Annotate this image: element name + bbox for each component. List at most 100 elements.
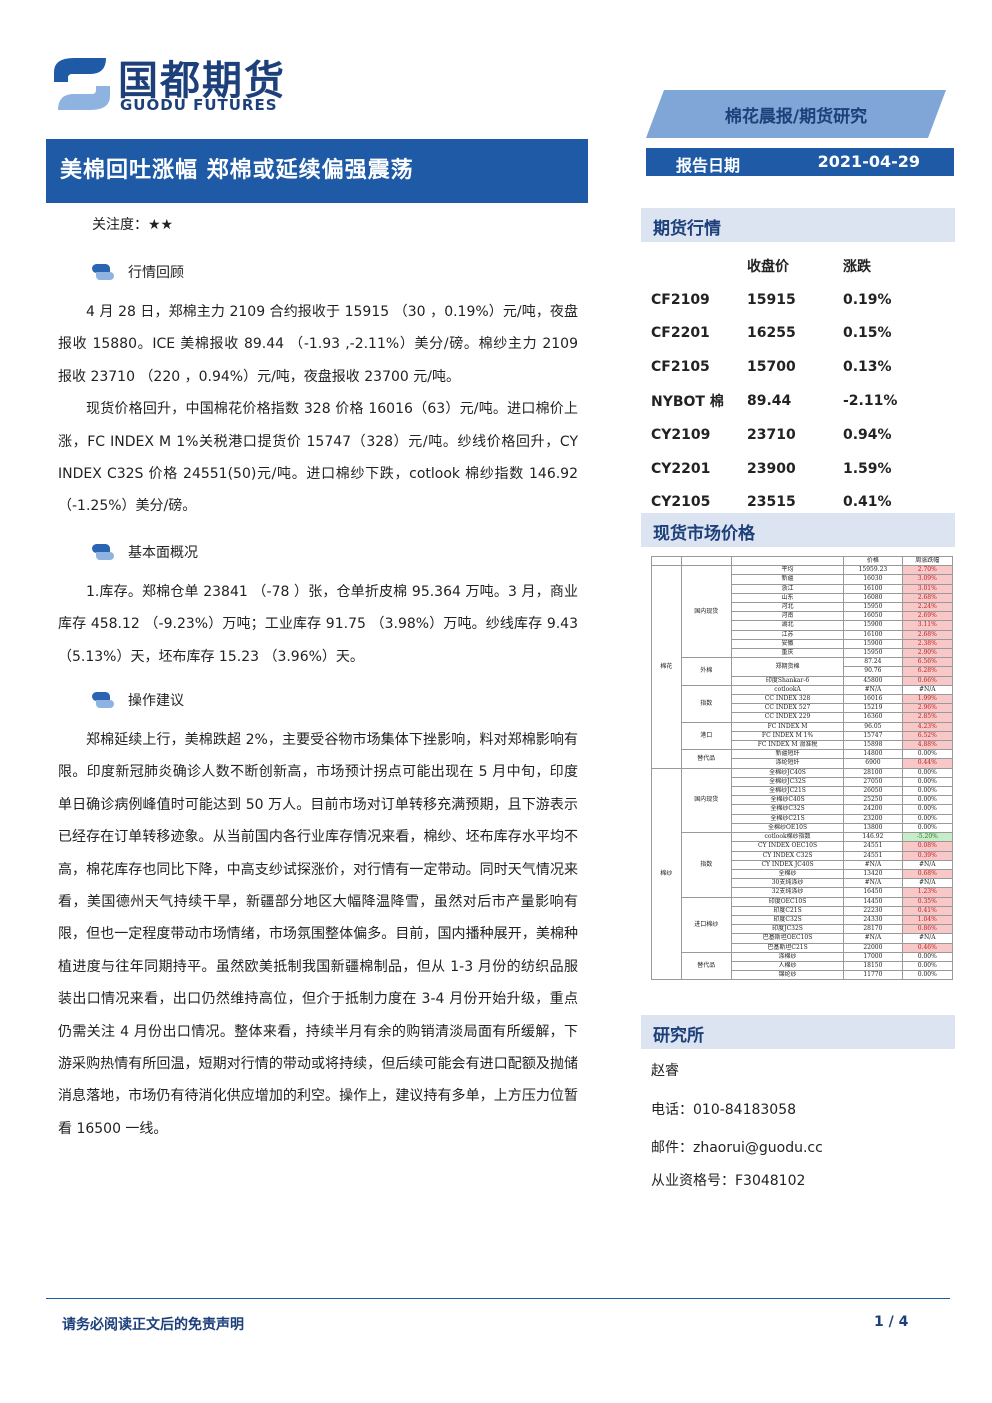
research-header: 研究所 bbox=[641, 1015, 955, 1049]
spot-cell: 3.01% bbox=[901, 583, 954, 594]
spot-cell: 指数 bbox=[680, 832, 732, 898]
spot-cell: 2.70% bbox=[901, 565, 954, 576]
spot-cell: 96.05 bbox=[843, 721, 903, 732]
section-icon bbox=[92, 692, 114, 708]
spot-cell: 0.00% bbox=[901, 813, 954, 824]
spot-cell: 6.28% bbox=[901, 666, 954, 677]
spot-cell: 4.88% bbox=[901, 740, 954, 751]
futures-header: 期货行情 bbox=[641, 208, 955, 242]
spot-cell: 0.46% bbox=[901, 942, 954, 953]
futures-cell: 15700 bbox=[747, 359, 796, 376]
attention-level: 关注度：★★ bbox=[92, 217, 174, 233]
spot-cell: CY INDEX OEC10S bbox=[730, 841, 845, 852]
futures-column-header: 收盘价 bbox=[747, 258, 789, 275]
analyst-name: 赵睿 bbox=[651, 1063, 679, 1079]
spot-cell: 0.00% bbox=[901, 767, 954, 778]
spot-row: 巴基斯坦OEC10S#N/A#N/A bbox=[652, 933, 954, 944]
spot-cell: 15900 bbox=[843, 620, 903, 631]
spot-cell: 棉花 bbox=[651, 565, 682, 769]
spot-cell: 45800 bbox=[843, 675, 903, 686]
spot-cell: 0.41% bbox=[901, 905, 954, 916]
spot-cell: 3.11% bbox=[901, 620, 954, 631]
spot-cell: 锦纶纱 bbox=[730, 970, 845, 981]
futures-cell: 15915 bbox=[747, 291, 796, 308]
spot-cell: 14450 bbox=[843, 896, 903, 907]
headline-bar bbox=[46, 139, 588, 203]
spot-column-header bbox=[651, 555, 682, 567]
report-date-label: 报告日期 bbox=[676, 156, 741, 175]
spot-header: 现货市场价格 bbox=[641, 513, 955, 547]
spot-cell: cotlookA bbox=[730, 684, 845, 696]
analyst-email[interactable]: 邮件：zhaorui@guodu.cc bbox=[651, 1140, 823, 1156]
spot-cell: 全棉纱 bbox=[730, 868, 845, 880]
futures-cell: CF2109 bbox=[651, 291, 710, 308]
spot-cell: 0.86% bbox=[901, 924, 954, 935]
footer-disclaimer[interactable]: 请务必阅读正文后的免责声明 bbox=[62, 1317, 244, 1333]
spot-header-row: 价格周涨跌幅 bbox=[651, 555, 954, 567]
spot-cell: 16050 bbox=[843, 611, 903, 622]
spot-cell: 146.92 bbox=[843, 832, 903, 843]
futures-cell: 23515 bbox=[747, 494, 796, 511]
spot-cell: 1.99% bbox=[901, 694, 954, 705]
spot-cell: 28100 bbox=[843, 767, 903, 778]
spot-column-header bbox=[680, 555, 732, 567]
spot-cell: 山东 bbox=[730, 592, 845, 604]
spot-cell: 87.24 bbox=[843, 657, 903, 668]
section-body-fundamentals: 1.库存。郑棉仓单 23841 （-78 ）张，仓单折皮棉 95.364 万吨。… bbox=[58, 584, 578, 665]
futures-header-row: 收盘价 涨跌 bbox=[651, 249, 951, 283]
spot-column-header: 周涨跌幅 bbox=[901, 555, 954, 567]
spot-cell: CY INDEX C32S bbox=[730, 850, 845, 861]
futures-column-header: 涨跌 bbox=[843, 258, 871, 275]
report-type-banner: 棉花晨报/期货研究 bbox=[646, 90, 946, 138]
futures-cell: 0.19% bbox=[843, 291, 892, 308]
logo-text-en: GUODU FUTURES bbox=[120, 96, 278, 114]
spot-cell: 18150 bbox=[843, 960, 903, 972]
spot-cell: 全棉纱JC21S bbox=[730, 786, 845, 797]
spot-cell: #N/A bbox=[901, 878, 954, 889]
futures-cell: 0.13% bbox=[843, 359, 892, 376]
spot-cell: 0.00% bbox=[901, 951, 954, 962]
spot-cell: 2.24% bbox=[901, 602, 954, 613]
spot-cell: 河北 bbox=[730, 602, 845, 613]
spot-cell: -5.20% bbox=[901, 832, 954, 843]
report-date-bar: 报告日期 2021-04-29 bbox=[646, 148, 954, 176]
futures-cell: CY2109 bbox=[651, 426, 711, 443]
spot-cell: 平均 bbox=[730, 565, 845, 576]
spot-cell: 14800 bbox=[843, 749, 903, 760]
futures-cell: CF2201 bbox=[651, 325, 710, 342]
spot-cell: FC INDEX M 滑准税 bbox=[730, 740, 845, 751]
spot-cell: 6.56% bbox=[901, 657, 954, 668]
spot-cell: 0.66% bbox=[901, 675, 954, 686]
spot-row: CY INDEX JC40S#N/A#N/A bbox=[652, 859, 954, 870]
spot-cell: 湖北 bbox=[730, 620, 845, 631]
spot-cell: 23200 bbox=[843, 813, 903, 824]
section-body-advice: 郑棉延续上行，美棉跌超 2%，主要受谷物市场集体下挫影响，料对郑棉影响有限。印度… bbox=[58, 732, 578, 1137]
spot-cell: 16100 bbox=[843, 583, 903, 594]
futures-cell: CF2105 bbox=[651, 359, 710, 376]
spot-cell: 1.23% bbox=[901, 887, 954, 898]
section-heading-market-review: 行情回顾 bbox=[92, 262, 184, 282]
spot-cell: 全棉纱JC32S bbox=[730, 776, 845, 788]
futures-cell: 16255 bbox=[747, 325, 796, 342]
